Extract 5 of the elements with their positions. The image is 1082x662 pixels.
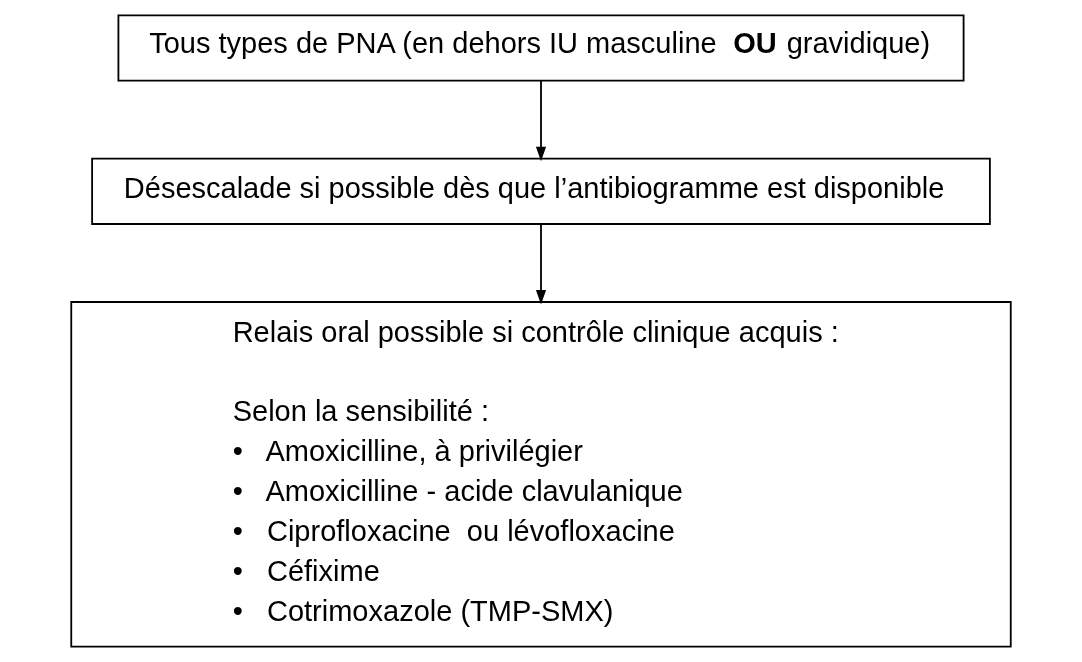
node-box: Relais oral possible si contrôle clinique acquis : Selon la sensibilité : • Amoxicilline, à privilégier • Amoxicilline - acide clavulanique • Ciprofloxacine ou lévofloxacine • Céfixime • Cotrimoxazole (TMP-SMX): [70, 301, 1012, 648]
arrow: [535, 223, 547, 305]
arrow: [535, 79, 547, 162]
node-box: Tous types de PNA (en dehors IU masculine OU gravidique): [117, 14, 965, 82]
node-box: Désescalade si possible dès que l’antibiogramme est disponible: [91, 157, 991, 225]
